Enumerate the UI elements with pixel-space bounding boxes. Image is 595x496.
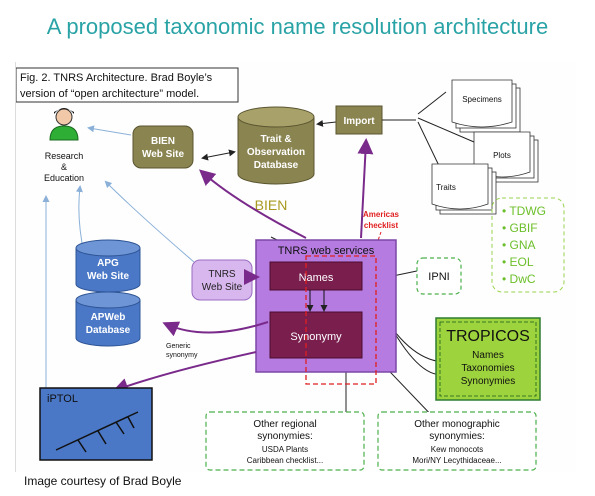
- generic-synonymy-label-1: Generic: [166, 343, 191, 350]
- tropicos-box[interactable]: [435, 317, 541, 401]
- apweb-label-1: APWeb: [91, 312, 126, 323]
- ipni-label: IPNI: [428, 271, 449, 283]
- standard-item: • TDWG: [502, 204, 546, 218]
- caption-line-1: Fig. 2. TNRS Architecture. Brad Boyle’s: [20, 72, 213, 84]
- generic-synonymy-label-2: synonymy: [166, 352, 198, 359]
- iptol-label: iPTOL: [47, 393, 78, 405]
- standard-item: • GNA: [502, 238, 536, 252]
- regional-synonymies-box[interactable]: [205, 411, 365, 471]
- americas-label-2: checklist: [364, 221, 399, 230]
- monographic-line-2: synonymies:: [429, 431, 485, 442]
- tnrs-site-label-1: TNRS: [208, 269, 236, 280]
- phylogeny-tree-icon: [55, 411, 139, 453]
- blue-connectors: [42, 125, 195, 392]
- apg-label-1: APG: [97, 258, 119, 269]
- trait-db-label-3: Database: [254, 160, 299, 171]
- standard-item: • GBIF: [502, 221, 538, 235]
- trait-db-label-2: Observation: [247, 147, 305, 158]
- tropicos-inner-border: [439, 321, 537, 397]
- purple-arrows: [112, 138, 374, 394]
- bien-label: BIEN: [255, 197, 288, 213]
- specimens-label: Specimens: [462, 95, 502, 104]
- regional-line-1: Other regional: [253, 419, 316, 430]
- apweb-label-2: Database: [86, 325, 131, 336]
- standard-item: • EOL: [502, 255, 534, 269]
- caption-line-2: version of “open architecture” model.: [20, 88, 199, 100]
- tropicos-synonymies: Synonymies: [461, 376, 515, 387]
- americas-checklist-boundary: [305, 255, 377, 385]
- image-courtesy: Image courtesy of Brad Boyle: [24, 474, 182, 488]
- tropicos-title: TROPICOS: [446, 328, 530, 345]
- researcher-icon: [49, 108, 79, 141]
- standards-box: [491, 197, 565, 293]
- traits-label: Traits: [436, 183, 456, 192]
- names-label: Names: [299, 272, 334, 284]
- slide-title: A proposed taxonomic name resolution arc…: [46, 14, 549, 39]
- monographic-line-4: Mori/NY Lecythidaceae...: [412, 456, 501, 465]
- bien-site-label-2: Web Site: [142, 149, 184, 160]
- standards-list: • TDWG • GBIF • GNA • EOL • DwC: [502, 204, 546, 286]
- traits-documents[interactable]: [431, 163, 497, 215]
- research-label-1: Research: [45, 151, 84, 161]
- regional-line-3: USDA Plants: [262, 445, 308, 454]
- monographic-synonymies-box[interactable]: [377, 411, 537, 471]
- apweb-database[interactable]: [75, 291, 141, 347]
- research-label-2: &: [61, 162, 67, 172]
- apg-web-site[interactable]: [75, 239, 141, 293]
- names-box[interactable]: [269, 261, 363, 291]
- bien-site-label-1: BIEN: [151, 136, 175, 147]
- synonymy-box[interactable]: [269, 311, 363, 359]
- monographic-line-3: Kew monocots: [431, 445, 483, 454]
- architecture-diagram: Fig. 2. TNRS Architecture. Brad Boyle’s …: [15, 62, 576, 472]
- plots-label: Plots: [493, 151, 511, 160]
- diagram-canvas: Fig. 2. TNRS Architecture. Brad Boyle’s …: [15, 67, 565, 471]
- tnrs-services-label: TNRS web services: [278, 245, 375, 257]
- regional-line-2: synonymies:: [257, 431, 313, 442]
- synonymy-label: Synonymy: [290, 331, 342, 343]
- import-label: Import: [343, 116, 375, 127]
- trait-db-label-1: Trait &: [260, 134, 291, 145]
- caption-box: [15, 67, 239, 103]
- research-label-3: Education: [44, 173, 84, 183]
- specimens-documents[interactable]: [451, 79, 521, 133]
- americas-label-1: Americas: [363, 210, 400, 219]
- tnrs-web-site[interactable]: [191, 259, 253, 301]
- tnrs-site-label-2: Web Site: [202, 282, 243, 293]
- tropicos-taxonomies: Taxonomies: [461, 363, 514, 374]
- ipni-box[interactable]: [416, 257, 462, 295]
- regional-line-4: Caribbean checklist...: [247, 456, 323, 465]
- monographic-line-1: Other monographic: [414, 419, 500, 430]
- trait-observation-database[interactable]: [237, 106, 315, 185]
- names-to-synonymy-arrows: [306, 290, 328, 312]
- tropicos-names: Names: [472, 350, 504, 361]
- apg-label-2: Web Site: [87, 271, 129, 282]
- standard-item: • DwC: [502, 272, 536, 286]
- bien-web-site[interactable]: [132, 125, 194, 169]
